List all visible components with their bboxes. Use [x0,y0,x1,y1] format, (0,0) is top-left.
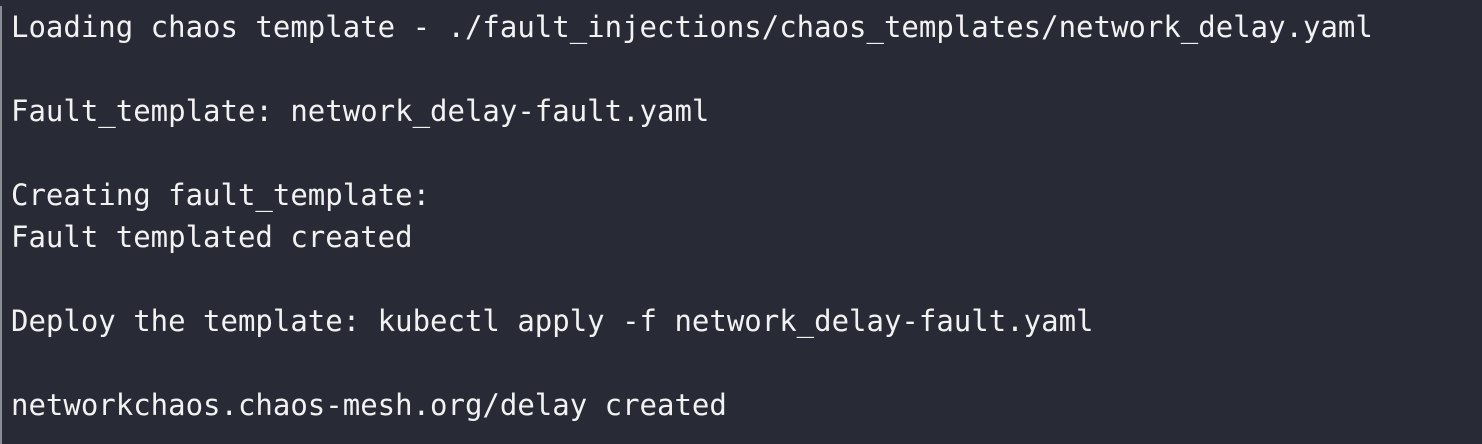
output-line-fault-created: Fault templated created [11,220,413,254]
output-line-deploy-template: Deploy the template: kubectl apply -f ne… [11,304,1094,338]
terminal-output[interactable]: Loading chaos template - ./fault_injecti… [0,6,1482,444]
output-line-blank [11,258,1482,300]
output-line-creating-fault-template: Creating fault_template: [11,178,431,212]
output-line-blank [11,48,1482,90]
output-line-loading-template: Loading chaos template - ./fault_injecti… [11,10,1373,44]
output-line-blank [11,132,1482,174]
output-line-fault-template: Fault_template: network_delay-fault.yaml [11,94,710,128]
output-line-networkchaos-created: networkchaos.chaos-mesh.org/delay create… [11,388,727,422]
output-line-blank [11,342,1482,384]
